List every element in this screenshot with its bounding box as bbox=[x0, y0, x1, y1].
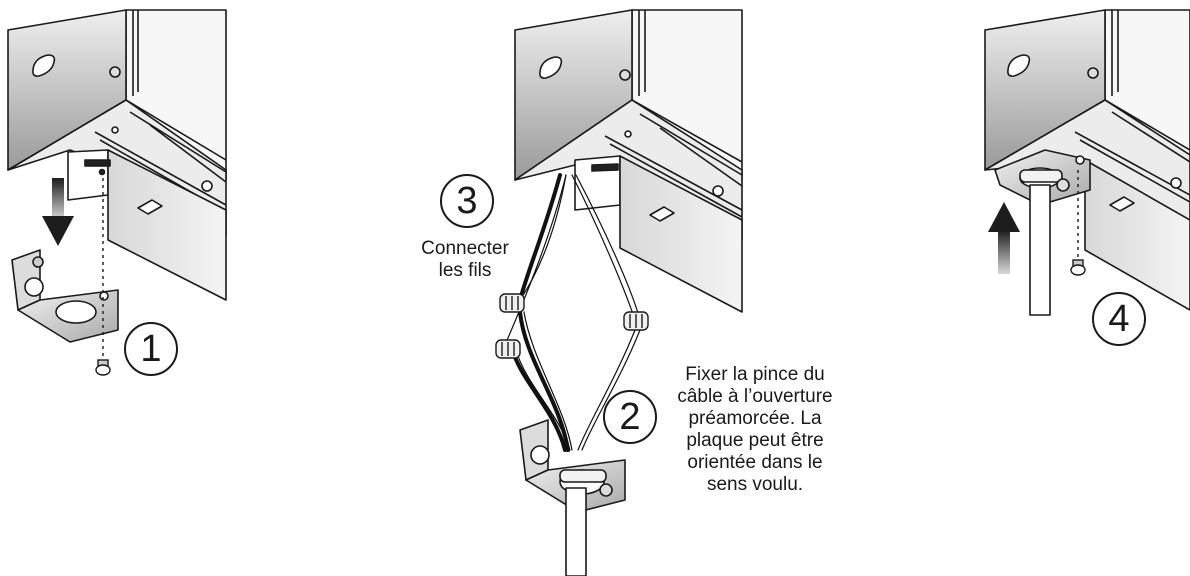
panel-4-fixture bbox=[984, 9, 1190, 316]
cable-clamp-bracket-installed bbox=[519, 419, 626, 576]
cable-clamp-bracket bbox=[11, 249, 119, 343]
screw-icon bbox=[95, 178, 111, 376]
down-arrow-icon bbox=[42, 178, 74, 246]
up-arrow-icon bbox=[988, 202, 1020, 274]
panel-1-fixture bbox=[7, 9, 227, 301]
panel-2-fixture bbox=[514, 9, 743, 313]
caption-connect-wires: Connecter les fils bbox=[421, 238, 509, 281]
step-1-marker: 1 bbox=[124, 322, 178, 376]
step-3-marker: 3 bbox=[440, 174, 494, 228]
screw-icon bbox=[1070, 170, 1086, 276]
step-2-marker: 2 bbox=[603, 390, 657, 444]
wire-nut-icon bbox=[495, 293, 649, 359]
caption-attach-clamp: Fixer la pince du câble à l’ouverture pr… bbox=[677, 364, 833, 495]
step-4-marker: 4 bbox=[1092, 292, 1146, 346]
